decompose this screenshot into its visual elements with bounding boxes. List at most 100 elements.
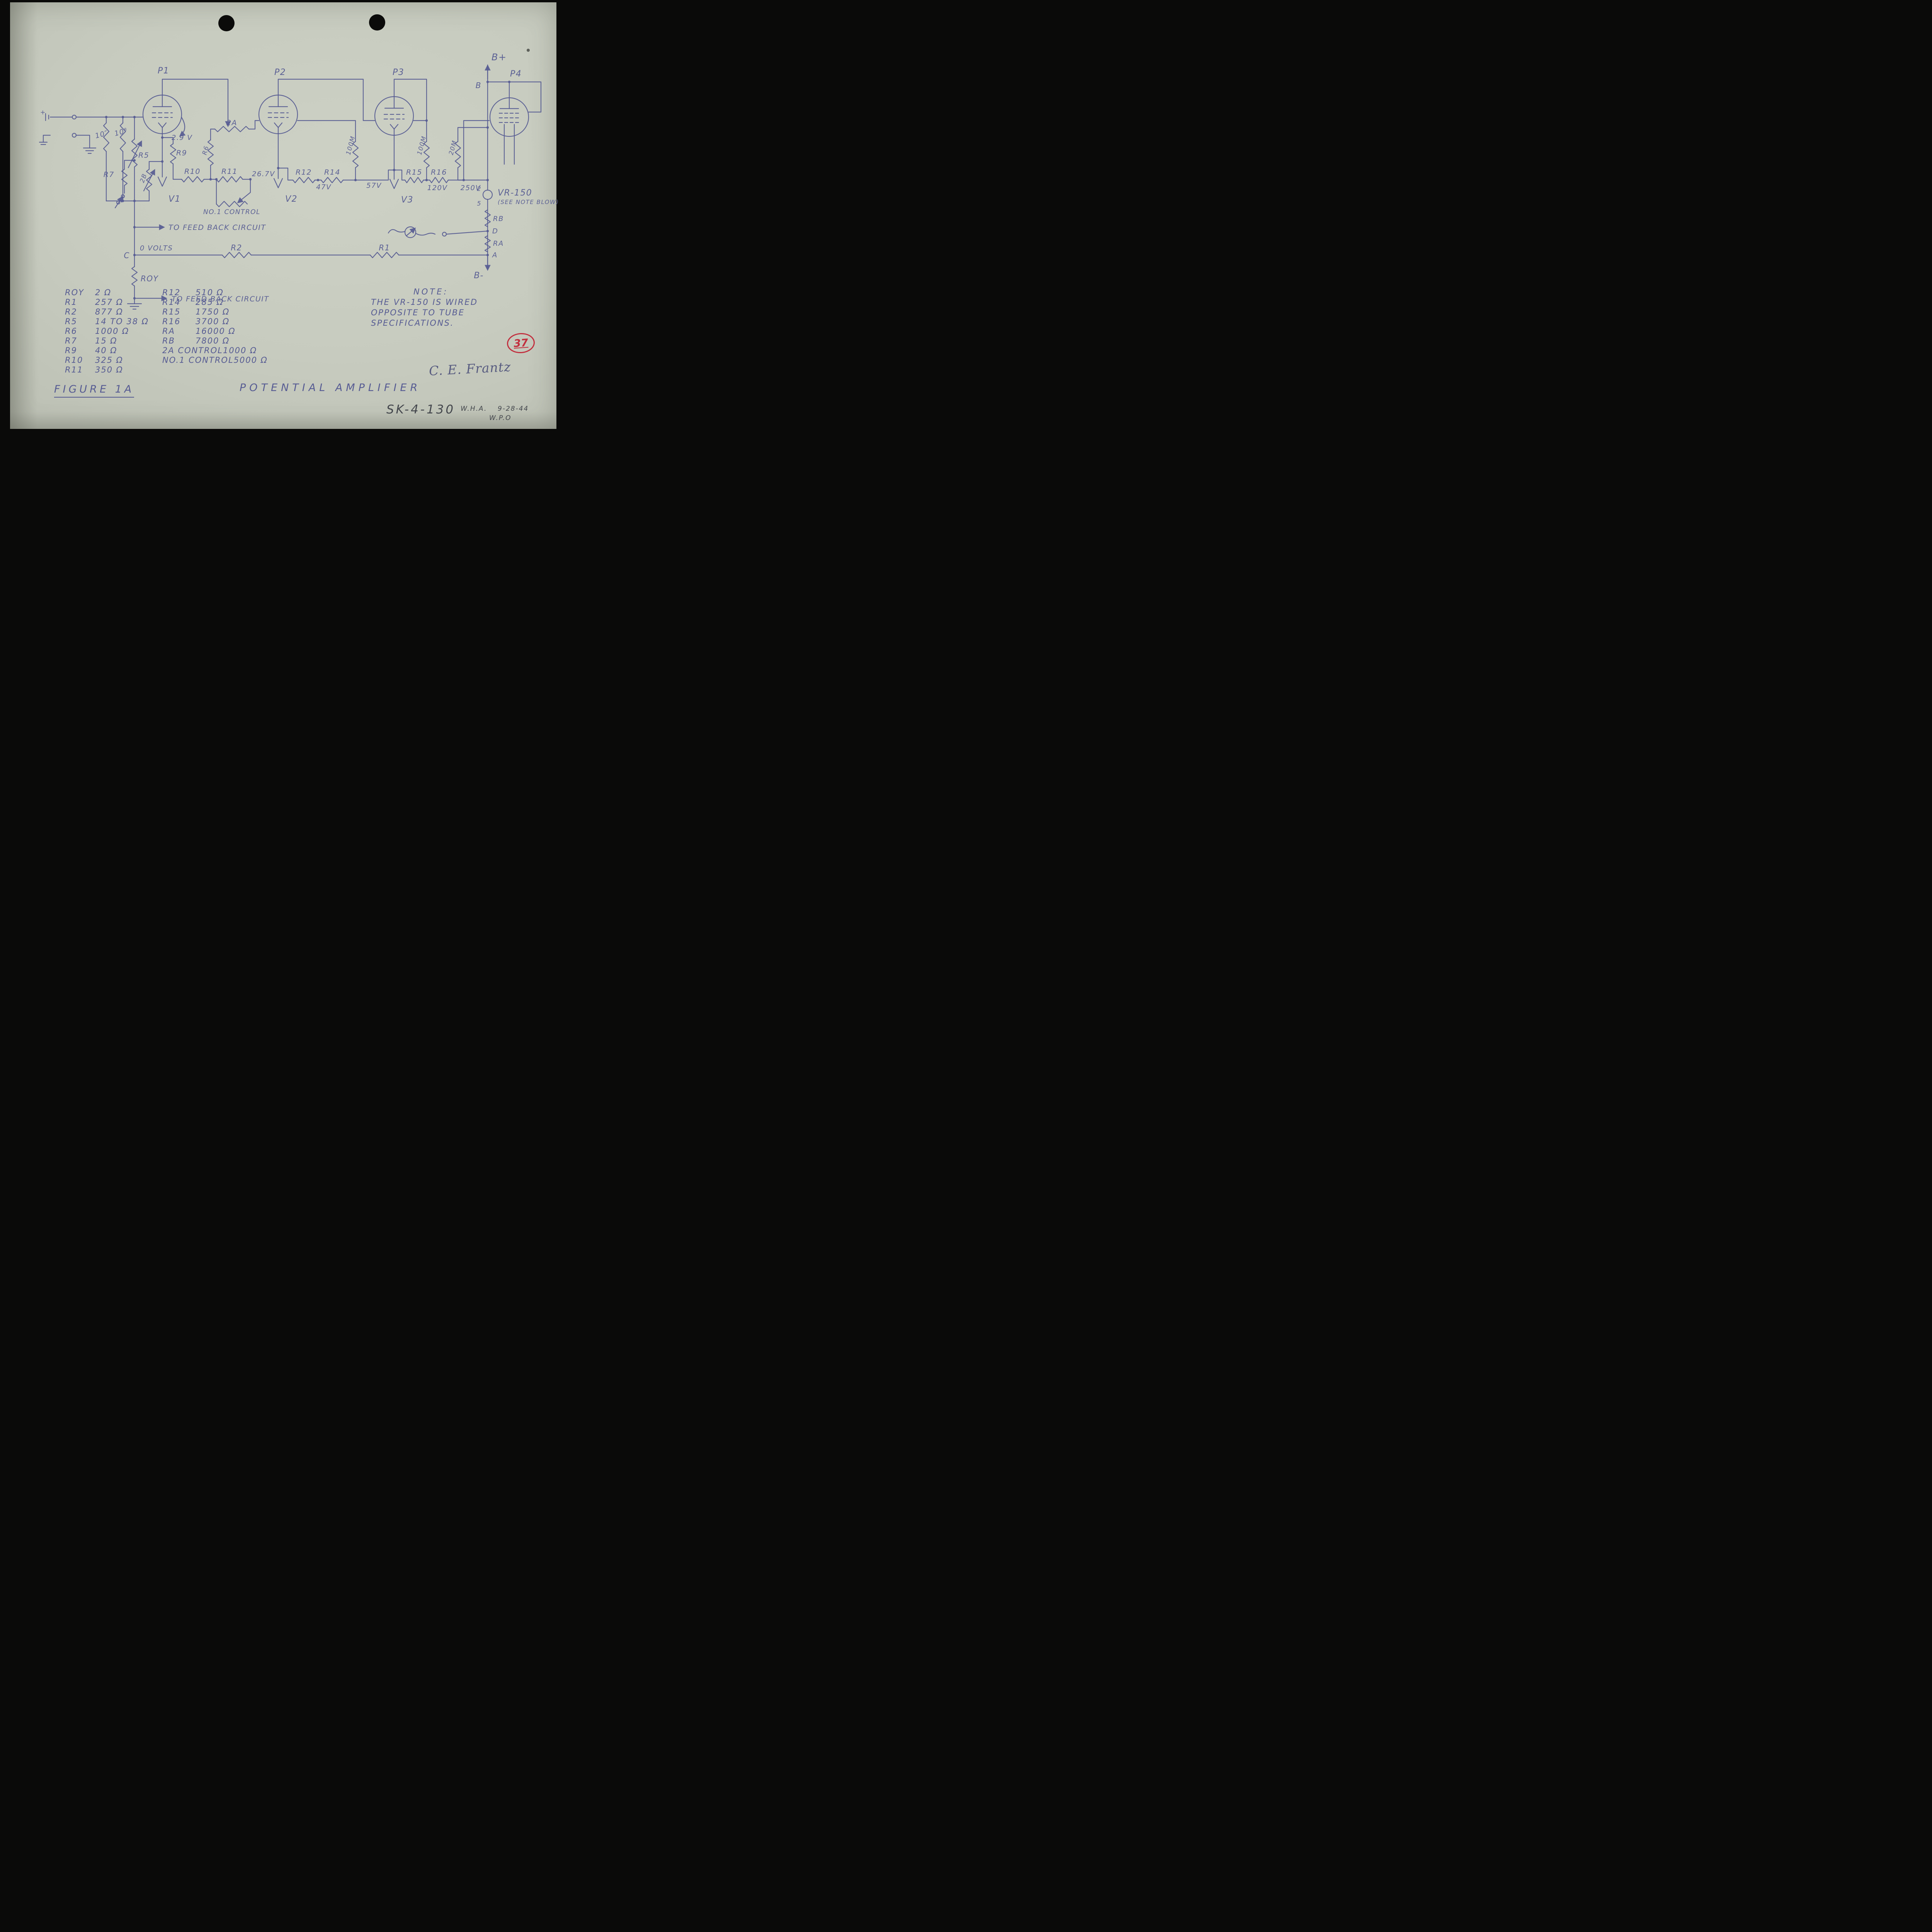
r5-wiper-arrow [128, 140, 142, 168]
figure-label: FIGURE 1A [54, 383, 134, 398]
junction-dots [105, 80, 511, 300]
label-r9: R9 [176, 149, 187, 157]
label-v2: V2 [285, 194, 298, 204]
resistor-r2 [221, 252, 252, 259]
input-terminals [39, 113, 144, 149]
label-no1-control: NO.1 CONTROL [203, 208, 260, 216]
parts-row: NO.1 CONTROL5000 Ω [162, 355, 268, 365]
part-value: 325 Ω [95, 355, 123, 365]
label-r6: R6 [201, 145, 211, 156]
part-name: R2 [65, 307, 77, 316]
parts-row: R10 325 Ω [65, 355, 149, 365]
part-name: R16 [162, 317, 181, 326]
part-name: R14 [162, 298, 181, 307]
part-name: R7 [65, 336, 77, 345]
label-r1: R1 [379, 243, 390, 252]
resistor-100m-b [423, 141, 430, 168]
part-value: 2 Ω [95, 288, 112, 297]
part-value: 1000 Ω [95, 327, 129, 336]
part-value: 1000 Ω [223, 346, 257, 355]
resistor-r12 [292, 177, 316, 184]
part-value: 3700 Ω [196, 317, 230, 326]
label-vr150-note: (SEE NOTE BLOW) [498, 199, 558, 206]
resistor-r14 [320, 177, 344, 184]
label-v1: V1 [168, 194, 181, 204]
label-r15: R15 [406, 168, 422, 177]
switch-contacts [116, 194, 125, 205]
label-r14: R14 [324, 168, 340, 177]
grid-voltage-arrow [179, 117, 186, 137]
note-line: OPPOSITE TO TUBE [371, 308, 465, 317]
label-2b: 2B [138, 172, 148, 184]
note-line: THE VR-150 IS WIRED [371, 298, 478, 307]
resistor-20m [454, 141, 461, 168]
label-26-7v: 26.7V [252, 170, 275, 178]
part-name: RB [162, 336, 175, 345]
label-b: B [476, 81, 481, 90]
label-rb: RB [493, 215, 504, 223]
drafter-initials: W.H.A. [461, 405, 487, 413]
resistor-r1 [369, 252, 400, 259]
part-value: 350 Ω [95, 365, 123, 374]
schematic-drawing: B+ B B- P1 P2 P3 P4 + 10″ 10⁸ R5 R7 R9 2… [39, 52, 558, 310]
resistor-ra [484, 235, 491, 253]
part-name: R9 [65, 346, 77, 355]
drawing-date: 9-28-44 [498, 405, 529, 413]
parts-row: RB 7800 Ω [162, 336, 268, 346]
label-r5: R5 [138, 151, 149, 160]
label-pin2: 2 [477, 185, 481, 192]
note-heading: NOTE: [413, 287, 449, 296]
punch-hole-right [369, 14, 385, 31]
resistor-2a-control [214, 126, 250, 133]
label-47v: 47V [316, 183, 332, 191]
part-value: 15 Ω [95, 336, 117, 345]
label-feedback-2: TO FEED BACK CIRCUIT [172, 295, 269, 303]
label-2a: 2A [226, 119, 237, 127]
label-57v: 57V [366, 182, 382, 190]
label-r12: R12 [296, 168, 312, 177]
part-value: 16000 Ω [196, 327, 236, 336]
resistors [103, 122, 491, 287]
ground-symbol-roy [127, 303, 142, 310]
paper-sheet [10, 2, 556, 429]
part-value: 7800 Ω [196, 336, 230, 345]
label-feedback-1: TO FEED BACK CIRCUIT [168, 223, 266, 232]
note-line: SPECIFICATIONS. [371, 318, 454, 328]
stamp-number: 37 [513, 337, 529, 350]
part-name: R10 [65, 355, 83, 365]
label-node-d: D [492, 227, 498, 235]
meter [388, 226, 488, 238]
label-0-volts: 0 VOLTS [140, 244, 173, 252]
paper-speck [527, 49, 530, 52]
cathode-chevrons [157, 176, 399, 189]
resistor-100m-a [352, 141, 359, 168]
resistor-r16 [429, 177, 449, 184]
parts-row: R7 15 Ω [65, 336, 149, 346]
label-v3: V3 [401, 195, 413, 205]
label-pin5: 5 [477, 200, 481, 207]
part-name: 2A CONTROL [162, 346, 223, 355]
resistor-r9 [170, 143, 177, 165]
2b-wiper-arrow [143, 169, 155, 192]
parts-row: R16 3700 Ω [162, 317, 268, 327]
part-value: 257 Ω [95, 298, 123, 307]
office-code: W.P.O [489, 414, 512, 422]
label-plus: + [40, 109, 46, 116]
resistor-roy [131, 266, 138, 287]
part-name: NO.1 CONTROL [162, 355, 234, 365]
punch-hole-left [218, 15, 235, 31]
label-vr150: VR-150 [498, 188, 532, 198]
label-r11: R11 [221, 167, 238, 176]
resistor-r11 [216, 176, 243, 183]
label-r10: R10 [184, 167, 201, 176]
resistor-r5 [131, 138, 138, 168]
part-value: 40 Ω [95, 346, 117, 355]
